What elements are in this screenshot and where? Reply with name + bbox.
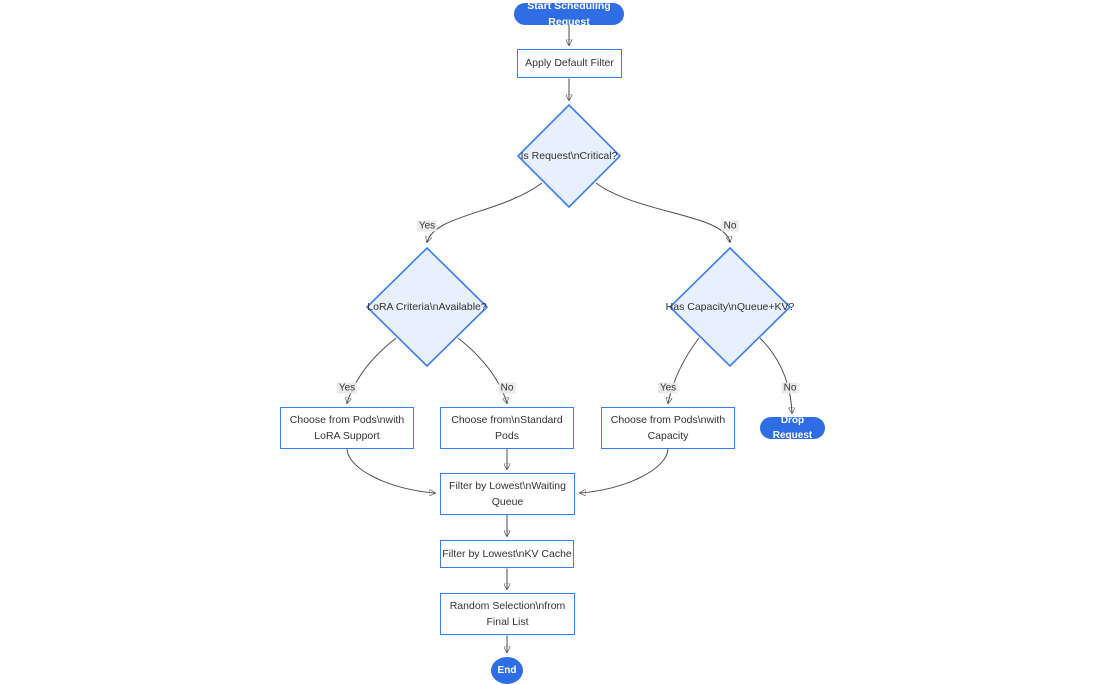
node-label-line1: Choose from\nStandard: [451, 413, 563, 426]
node-label-line2: LoRA Support: [314, 430, 380, 442]
node-start-scheduling-request[interactable]: Start Scheduling Request: [514, 0, 624, 28]
edge-label-lora-yes: Yes: [336, 382, 358, 394]
node-drop-request[interactable]: Drop Request: [760, 415, 825, 441]
node-label: Has Capacity\nQueue+KV?: [665, 300, 795, 313]
edge-capacity-yes-to-choose-capacity: [668, 337, 700, 403]
node-label: Is Request\nCritical?: [520, 149, 618, 162]
node-label-line1: Choose from Pods\nwith: [610, 413, 726, 426]
edge-label-lora-no: No: [498, 382, 516, 394]
node-end[interactable]: End: [491, 657, 523, 684]
node-filter-lowest-waiting-queue[interactable]: Filter by Lowest\nWaiting Queue: [440, 473, 575, 515]
node-choose-pods-capacity[interactable]: Choose from Pods\nwith Capacity: [601, 407, 735, 449]
node-label-line1: Filter by Lowest\nWaiting: [449, 479, 566, 492]
node-choose-pods-lora-support[interactable]: Choose from Pods\nwith LoRA Support: [280, 407, 414, 449]
node-choose-standard-pods[interactable]: Choose from\nStandard Pods: [440, 407, 574, 449]
node-is-request-critical[interactable]: Is Request\nCritical?: [517, 104, 621, 208]
node-label-line2: Queue: [491, 496, 524, 508]
node-label-line1: Choose from Pods\nwith: [289, 413, 405, 426]
diamond-shape: [669, 247, 791, 367]
diamond-shape: [366, 247, 488, 367]
edge-label-capacity-no: No: [781, 382, 799, 394]
node-label: Apply Default Filter: [525, 57, 614, 70]
node-has-capacity-queue-kv[interactable]: Has Capacity\nQueue+KV?: [666, 247, 794, 367]
edge-choose-capacity-to-filter-waiting: [580, 448, 669, 493]
edge-lora-no-to-choose-standard: [457, 337, 507, 403]
node-label: LoRA Criteria\nAvailable?: [367, 300, 487, 313]
edge-label-critical-no: No: [721, 220, 739, 232]
edge-label-critical-yes: Yes: [416, 220, 438, 232]
diamond-shape: [517, 104, 621, 208]
node-label: Filter by Lowest\nKV Cache: [442, 547, 572, 560]
node-label: End: [497, 664, 517, 676]
node-filter-lowest-kv-cache[interactable]: Filter by Lowest\nKV Cache: [440, 540, 574, 568]
node-label-line2: Final List: [486, 616, 529, 628]
node-label-line2: Capacity: [647, 430, 689, 442]
edge-choose-lora-to-filter-waiting: [346, 448, 435, 493]
edge-lora-yes-to-choose-lora: [347, 337, 397, 403]
node-label: Start Scheduling Request: [527, 0, 611, 28]
node-label-line1: Random Selection\nfrom: [449, 599, 566, 612]
edge-label-capacity-yes: Yes: [657, 382, 679, 394]
node-lora-criteria-available[interactable]: LoRA Criteria\nAvailable?: [366, 247, 488, 367]
node-label: Drop Request: [772, 414, 813, 442]
node-apply-default-filter[interactable]: Apply Default Filter: [517, 49, 622, 78]
node-random-selection-final-list[interactable]: Random Selection\nfrom Final List: [440, 593, 575, 635]
edge-capacity-no-to-drop: [759, 337, 792, 413]
node-label-line2: Pods: [495, 430, 519, 442]
edge-is-critical-yes-to-lora: [427, 182, 543, 242]
edge-is-critical-no-to-capacity: [595, 182, 730, 242]
